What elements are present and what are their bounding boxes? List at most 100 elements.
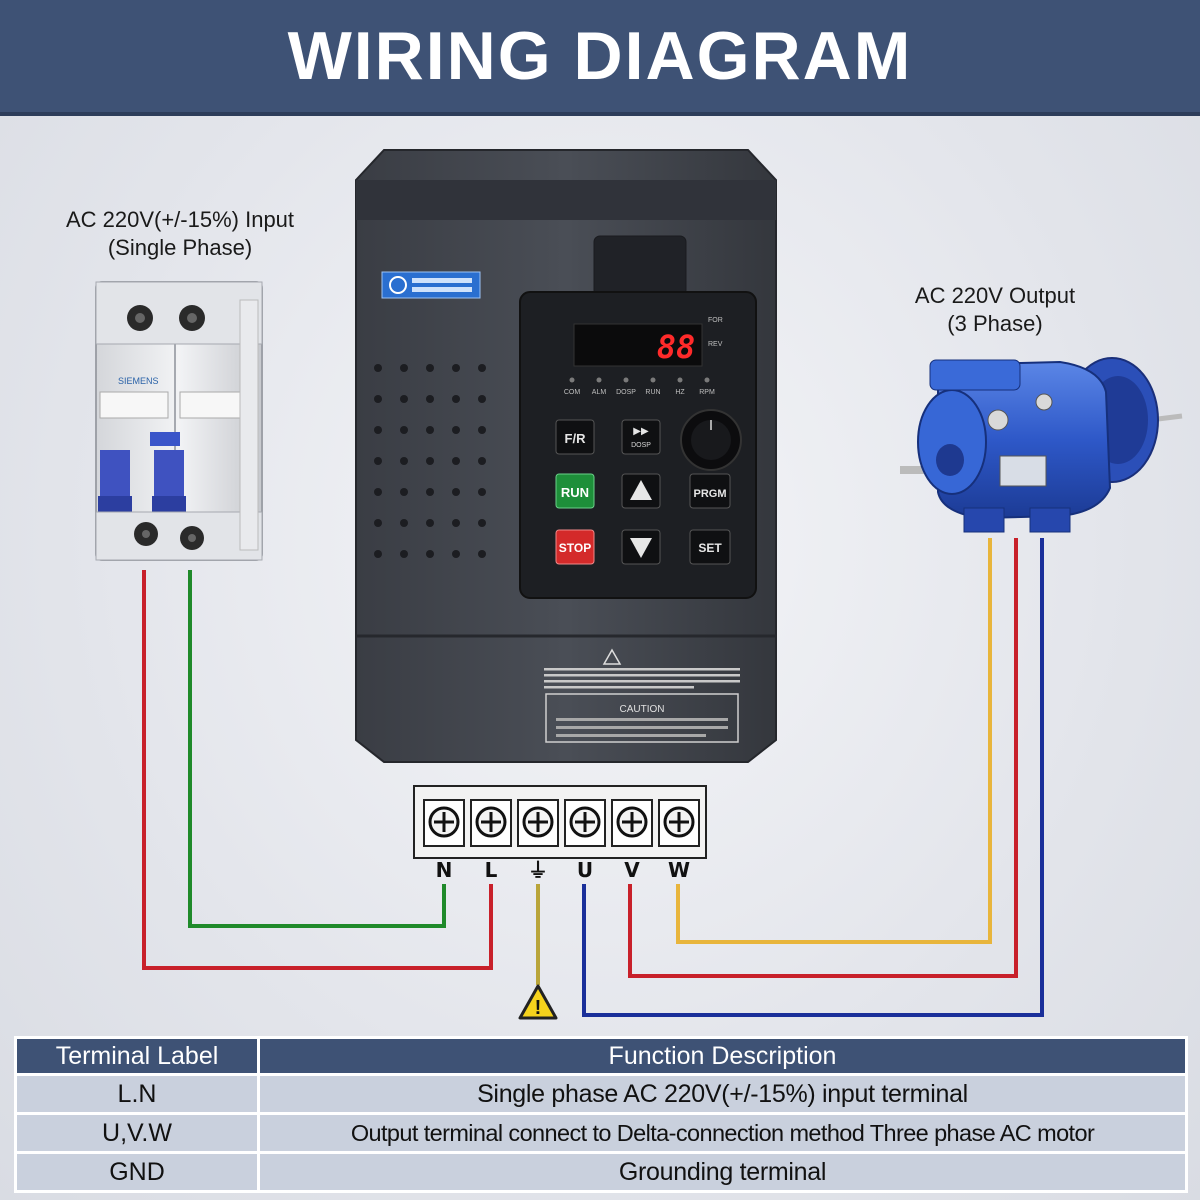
vent-hole [452,457,460,465]
header-terminal-label: Terminal Label [14,1036,260,1076]
vent-hole [426,488,434,496]
vent-hole [400,364,408,372]
vent-hole [374,519,382,527]
vent-hole [426,457,434,465]
led-display: 88 [657,328,696,366]
vent-hole [452,488,460,496]
warning-text-line [544,668,740,671]
shift-button[interactable]: ▶▶ DOSP [621,419,661,455]
run-button[interactable]: RUN [555,473,595,509]
prgm-button[interactable]: PRGM [689,473,731,509]
title-banner: WIRING DIAGRAM [0,0,1200,116]
indicator-led [623,377,629,383]
terminal-label: L [485,858,498,882]
set-button[interactable]: SET [689,529,731,565]
vent-hole [400,457,408,465]
vent-hole [426,426,434,434]
up-arrow-icon [630,480,652,500]
indicator-led [650,377,656,383]
vent-hole [400,550,408,558]
vent-hole [374,426,382,434]
warning-label: CAUTION [544,648,740,743]
indicator-led [704,377,710,383]
caution-text: CAUTION [620,704,665,715]
vent-hole [478,364,486,372]
vent-hole [426,364,434,372]
vent-hole [452,550,460,558]
terminal-label: W [668,858,690,882]
vent-holes [374,364,486,558]
indicator-led [569,377,575,383]
row-description: Output terminal connect to Delta-connect… [257,1112,1188,1154]
row-description: Grounding terminal [257,1151,1188,1193]
terminal-function-table: Terminal Label Function Description L.N … [14,1036,1188,1193]
terminal-label: ⏚ [528,858,548,882]
circuit-breaker: SIEMENS [95,281,263,561]
vent-hole [374,395,382,403]
wires [142,538,1044,1017]
vent-hole [374,550,382,558]
indicator-label: RUN [645,389,660,396]
warning-text-line [544,686,694,689]
up-button[interactable] [621,473,661,509]
row-label: U,V.W [14,1112,260,1154]
indicator-led [677,377,683,383]
indicator-label: DOSP [616,389,636,396]
run-button-label: RUN [561,485,589,500]
fr-button[interactable]: F/R [555,419,595,455]
svg-text:▶▶: ▶▶ [633,426,649,437]
vent-hole [478,457,486,465]
page-title: WIRING DIAGRAM [287,18,913,94]
vent-hole [400,519,408,527]
vent-hole [400,488,408,496]
input-label-line1: AC 220V(+/-15%) Input [65,207,295,232]
vent-hole [426,550,434,558]
breaker-brand: SIEMENS [118,376,159,386]
row-label: GND [14,1151,260,1193]
vent-hole [374,364,382,372]
vent-hole [478,395,486,403]
input-label: AC 220V(+/-15%) Input (Single Phase) [40,206,320,262]
down-arrow-icon [630,538,652,558]
indicator-label: RPM [699,389,715,396]
vent-hole [452,426,460,434]
indicator-label: ALM [592,389,607,396]
input-label-line2: (Single Phase) [107,235,253,260]
vent-hole [452,364,460,372]
vent-hole [374,457,382,465]
wire-u-blue [582,538,1044,1017]
indicator-led [596,377,602,383]
indicator-label: HZ [675,389,685,396]
wire-l-red [142,570,493,970]
vent-hole [478,550,486,558]
vent-hole [426,519,434,527]
wire-v-red [628,538,1018,978]
warning-text-line [544,674,740,677]
vent-hole [478,488,486,496]
svg-text:!: ! [535,997,542,1019]
row-description: Single phase AC 220V(+/-15%) input termi… [257,1073,1188,1115]
vent-hole [400,395,408,403]
speed-knob[interactable] [680,409,742,471]
output-label-line1: AC 220V Output [914,283,1076,308]
set-button-label: SET [698,541,722,555]
vent-hole [478,426,486,434]
stop-button[interactable]: STOP [555,529,595,565]
vent-hole [374,488,382,496]
terminal-label: V [624,858,640,882]
vent-hole [478,519,486,527]
indicator-rev: REV [708,341,723,348]
prgm-button-label: PRGM [694,488,727,500]
wire-n-green [188,570,446,928]
fr-button-label: F/R [565,431,587,446]
vent-hole [452,519,460,527]
shift-button-label: DOSP [631,442,651,449]
table-row: U,V.W Output terminal connect to Delta-c… [14,1112,1188,1154]
down-button[interactable] [621,529,661,565]
vent-hole [426,395,434,403]
output-label-line2: (3 Phase) [947,311,1043,336]
wire-w-yellow [676,538,992,944]
